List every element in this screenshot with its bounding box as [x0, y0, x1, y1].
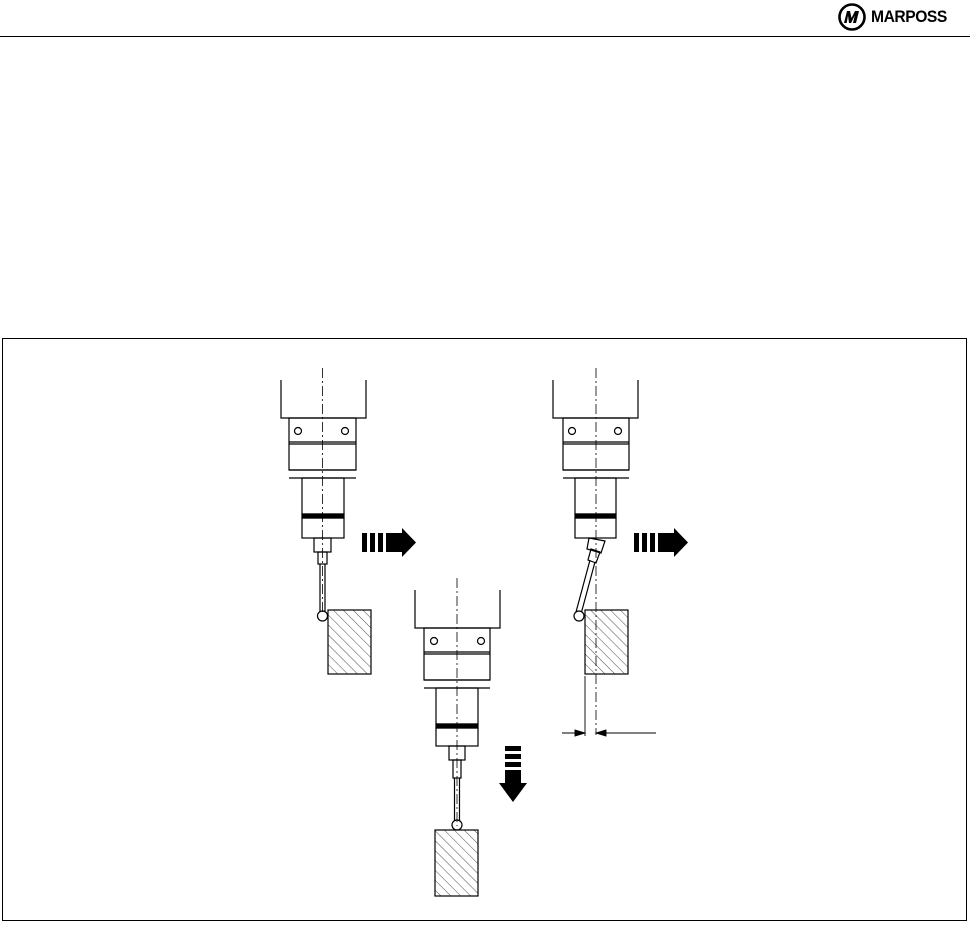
workpiece: [328, 610, 371, 674]
probe-axial-approach: [415, 590, 500, 830]
screw-icon: [478, 638, 485, 645]
arrow-right-icon: [634, 528, 688, 557]
workpiece: [435, 830, 478, 896]
pretravel-dimension: [562, 676, 656, 736]
screw-icon: [342, 428, 349, 435]
arrow-down-icon: [499, 746, 527, 802]
spindle-body: [415, 590, 500, 628]
screw-icon: [569, 428, 576, 435]
screw-icon: [615, 428, 622, 435]
screw-icon: [431, 638, 438, 645]
probe-deflection: [553, 380, 638, 621]
workpiece: [585, 610, 628, 674]
arrow-right-icon: [362, 528, 416, 557]
spindle-body: [281, 380, 366, 418]
probe-approach: [281, 380, 366, 621]
spindle-body: [553, 380, 638, 418]
screw-icon: [295, 428, 302, 435]
